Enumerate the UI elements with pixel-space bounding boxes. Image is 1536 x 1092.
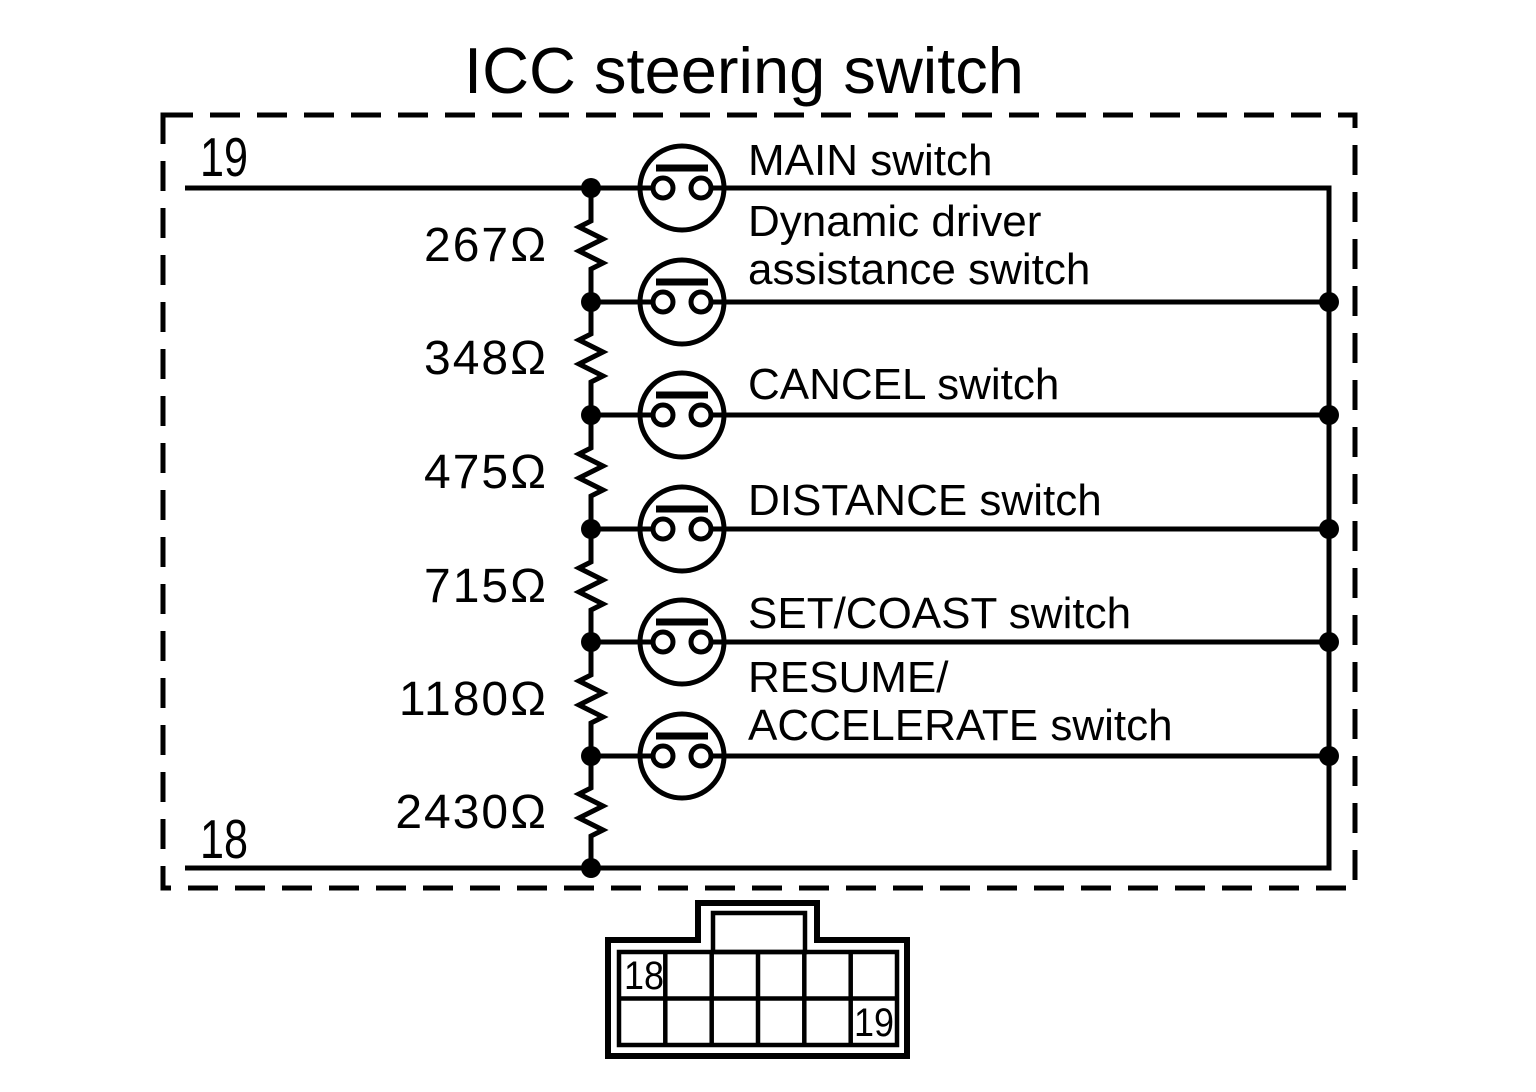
connector-pinout: 18 19	[605, 900, 910, 1059]
component-dashed-border	[160, 112, 1358, 891]
resistor-value-label-4: 715Ω	[424, 560, 548, 613]
distance-switch-symbol	[637, 484, 727, 574]
connector-pin-18-label: 18	[624, 954, 664, 998]
terminal-bottom-label: 18	[200, 808, 248, 870]
resistor-value-label-3: 475Ω	[424, 446, 548, 499]
switch-body-circle	[637, 597, 727, 687]
cancel-switch-symbol	[637, 370, 727, 460]
junction-dot	[581, 405, 601, 425]
dynamic-driver-assistance-switch-label-line2: assistance switch	[748, 245, 1090, 294]
diagram-title: ICC steering switch	[464, 34, 1024, 107]
set-coast-switch-label: SET/COAST switch	[748, 589, 1131, 638]
resume-accelerate-switch-symbol	[637, 711, 727, 801]
switch-contact-right	[688, 402, 714, 428]
switch-contact-right	[688, 629, 714, 655]
junction-dot	[1319, 405, 1339, 425]
switch-labels: MAIN switch Dynamic driver assistance sw…	[748, 136, 1173, 750]
switch-contact-right	[688, 516, 714, 542]
switch-contact-left	[650, 629, 676, 655]
junction-dot	[1319, 519, 1339, 539]
connector-pin-19-label: 19	[854, 1001, 894, 1045]
resume-accelerate-switch-label-line2: ACCELERATE switch	[748, 701, 1173, 750]
junction-dot	[581, 746, 601, 766]
resistor-value-labels: 267Ω 348Ω 475Ω 715Ω 1180Ω 2430Ω	[395, 219, 548, 839]
switch-body-circle	[637, 711, 727, 801]
junction-dot	[1319, 746, 1339, 766]
connector-keyway	[710, 910, 808, 955]
junction-dot	[581, 519, 601, 539]
connector-shell	[605, 900, 910, 1059]
junction-dot	[581, 292, 601, 312]
switch-contact-left	[650, 402, 676, 428]
resistor-value-label-2: 348Ω	[424, 332, 548, 385]
dynamic-driver-assistance-switch-label-line1: Dynamic driver	[748, 197, 1041, 246]
switch-contact-left	[650, 516, 676, 542]
junction-dots	[581, 178, 1339, 878]
cancel-switch-label: CANCEL switch	[748, 360, 1059, 409]
switch-contact-left	[650, 289, 676, 315]
resistor-value-label-6: 2430Ω	[395, 786, 548, 839]
dynamic-driver-assistance-switch-symbol	[637, 257, 727, 347]
switch-body-circle	[637, 257, 727, 347]
junction-dot	[581, 632, 601, 652]
set-coast-switch-symbol	[637, 597, 727, 687]
switch-contact-right	[688, 743, 714, 769]
distance-switch-label: DISTANCE switch	[748, 476, 1102, 525]
switch-body-circle	[637, 484, 727, 574]
main-switch-label: MAIN switch	[748, 136, 992, 185]
switch-body-circle	[637, 370, 727, 460]
switch-contact-left	[650, 743, 676, 769]
row-wires	[591, 299, 1329, 759]
junction-dot	[1319, 292, 1339, 312]
junction-dot	[581, 858, 601, 878]
junction-dot	[581, 178, 601, 198]
switch-body-circle	[637, 143, 727, 233]
switch-contact-left	[650, 175, 676, 201]
resistor-value-label-5: 1180Ω	[399, 673, 548, 726]
main-switch-symbol	[637, 143, 727, 233]
switch-contact-right	[688, 289, 714, 315]
resume-accelerate-switch-label-line1: RESUME/	[748, 653, 949, 702]
resistor-value-label-1: 267Ω	[424, 219, 548, 272]
terminal-top-label: 19	[200, 126, 248, 188]
junction-dot	[1319, 632, 1339, 652]
switch-contact-right	[688, 175, 714, 201]
